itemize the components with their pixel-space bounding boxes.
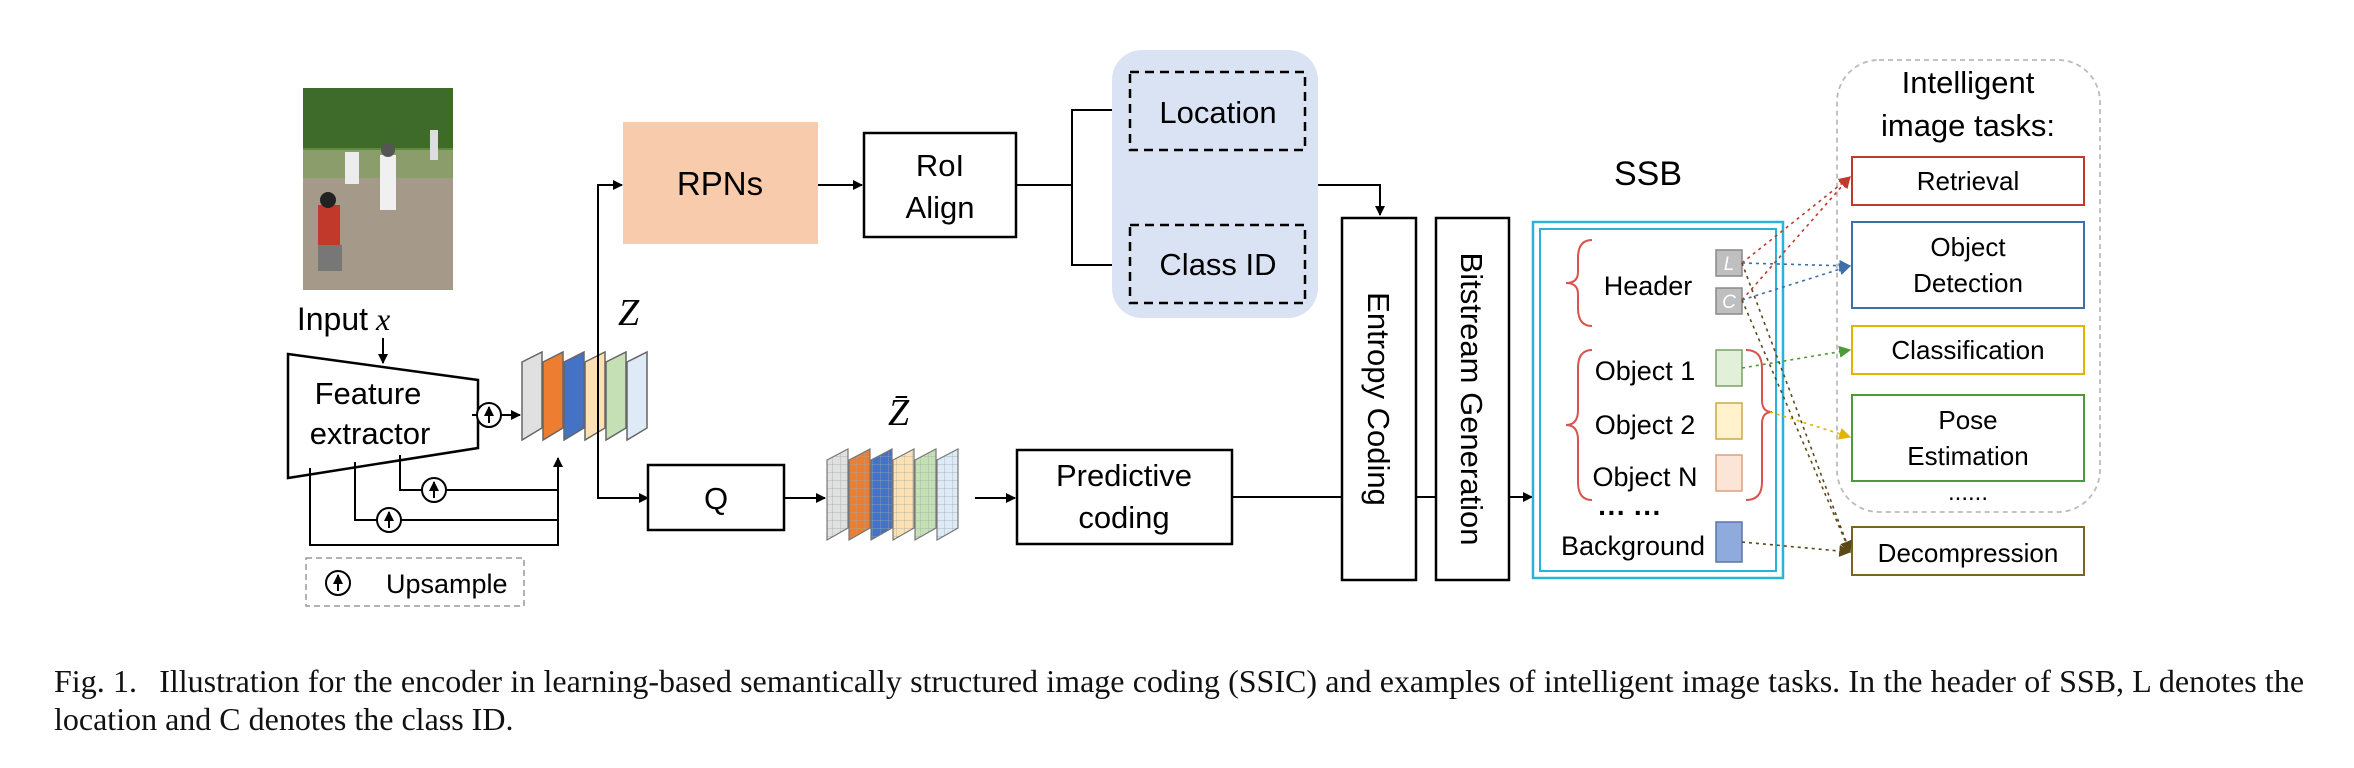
- class-id-block: Class ID: [1128, 223, 1307, 305]
- upsample-icon: [421, 477, 447, 503]
- zbar-layer: [936, 448, 959, 542]
- z-feature-layer: [521, 350, 543, 442]
- zbar-layer: [914, 448, 937, 542]
- objectN-chip: [1715, 454, 1743, 492]
- task-label: Retrieval: [1917, 166, 2020, 196]
- arrow-to-rpns: [597, 180, 623, 435]
- upsample-legend-label: Upsample: [386, 569, 508, 599]
- figure-caption: Fig. 1. Illustration for the encoder in …: [54, 662, 2304, 738]
- header-location-chip: L: [1715, 249, 1743, 277]
- predictive-coding-label-2: coding: [1078, 500, 1169, 535]
- ssic-encoder-diagram: Input x Feature extractor Upsample Z: [286, 50, 2101, 607]
- ssb-header-label: Header: [1604, 271, 1693, 301]
- roi-align-label-2: Align: [906, 190, 975, 225]
- ssb-background-label: Background: [1561, 531, 1705, 561]
- header-l-label: L: [1724, 254, 1735, 275]
- task-connectors: [1741, 176, 1852, 557]
- bitstream-generation-block: Bitstream Generation: [1434, 216, 1511, 582]
- task-label: Object: [1930, 232, 2006, 262]
- zbar-layer: [848, 448, 871, 542]
- rpns-block: RPNs: [623, 122, 818, 244]
- quantizer-block: Q: [646, 463, 786, 532]
- upsample-icon: [476, 402, 502, 428]
- semantic-info-panel: [1112, 50, 1318, 318]
- class-id-label: Class ID: [1159, 247, 1276, 282]
- rpns-label: RPNs: [677, 165, 763, 202]
- feature-extractor: Feature extractor: [286, 352, 480, 480]
- roi-branch-arrows: [1016, 105, 1129, 270]
- upsample-icon: [376, 507, 402, 533]
- object2-chip: [1715, 402, 1743, 440]
- ssb-title: SSB: [1614, 155, 1682, 193]
- decompression-label: Decompression: [1878, 538, 2059, 568]
- tasks-title-1: Intelligent: [1902, 65, 2035, 100]
- task-box: Retrieval: [1851, 156, 2085, 206]
- zbar-layer: [892, 448, 915, 542]
- tasks-title-2: image tasks:: [1881, 108, 2055, 143]
- decompression-block: Decompression: [1851, 526, 2085, 576]
- z-feature-layer: [605, 350, 627, 442]
- predictive-coding-block: Predictive coding: [1015, 448, 1234, 546]
- zbar-quantized-maps: [826, 448, 959, 542]
- roi-align-label-1: RoI: [916, 148, 964, 183]
- bitstream-generation-label: Bitstream Generation: [1454, 253, 1489, 546]
- location-label: Location: [1159, 95, 1276, 130]
- predictive-coding-label-1: Predictive: [1056, 458, 1192, 493]
- upsample-legend: Upsample: [305, 557, 525, 607]
- figure-label: Fig. 1.: [54, 663, 137, 699]
- z-label: Z: [618, 292, 640, 334]
- z-feature-layer: [542, 350, 564, 442]
- task-list: RetrievalObjectDetectionClassificationPo…: [1851, 156, 2085, 482]
- task-box: Classification: [1851, 325, 2085, 375]
- input-image: [303, 88, 453, 290]
- ssb-object2-label: Object 2: [1595, 410, 1696, 440]
- skip-connections: [309, 455, 559, 546]
- header-class-chip: C: [1715, 287, 1743, 315]
- q-label: Q: [704, 481, 728, 516]
- zbar-label: Z̄: [888, 392, 910, 434]
- task-label: Estimation: [1907, 441, 2028, 471]
- header-c-label: C: [1722, 292, 1736, 313]
- figure-caption-text: Illustration for the encoder in learning…: [54, 663, 2305, 737]
- task-label: Detection: [1913, 268, 2023, 298]
- roi-align-block: RoI Align: [862, 131, 1018, 239]
- input-symbol: x: [375, 301, 390, 337]
- zbar-layer: [870, 448, 893, 542]
- zbar-layer: [826, 448, 849, 542]
- location-block: Location: [1128, 70, 1307, 152]
- object1-chip: [1715, 349, 1743, 387]
- feature-extractor-label-1: Feature: [315, 376, 422, 411]
- tasks-ellipsis: ......: [1948, 479, 1988, 506]
- ssb-objectN-label: Object N: [1592, 462, 1697, 492]
- z-feature-layer: [584, 350, 606, 442]
- ssb-object1-label: Object 1: [1595, 356, 1696, 386]
- entropy-coding-block: Entropy Coding: [1340, 216, 1418, 582]
- z-feature-layer: [563, 350, 585, 442]
- background-chip: [1715, 521, 1743, 563]
- feature-extractor-label-2: extractor: [310, 416, 431, 451]
- task-label: Classification: [1891, 335, 2044, 365]
- entropy-coding-label: Entropy Coding: [1361, 292, 1396, 506]
- ssb-ellipsis: ··· ···: [1598, 497, 1662, 528]
- input-label: Input: [297, 301, 368, 337]
- z-feature-layer: [626, 350, 648, 442]
- task-label: Pose: [1938, 405, 1997, 435]
- z-feature-maps: [521, 350, 648, 442]
- arrow-to-q: [597, 435, 649, 503]
